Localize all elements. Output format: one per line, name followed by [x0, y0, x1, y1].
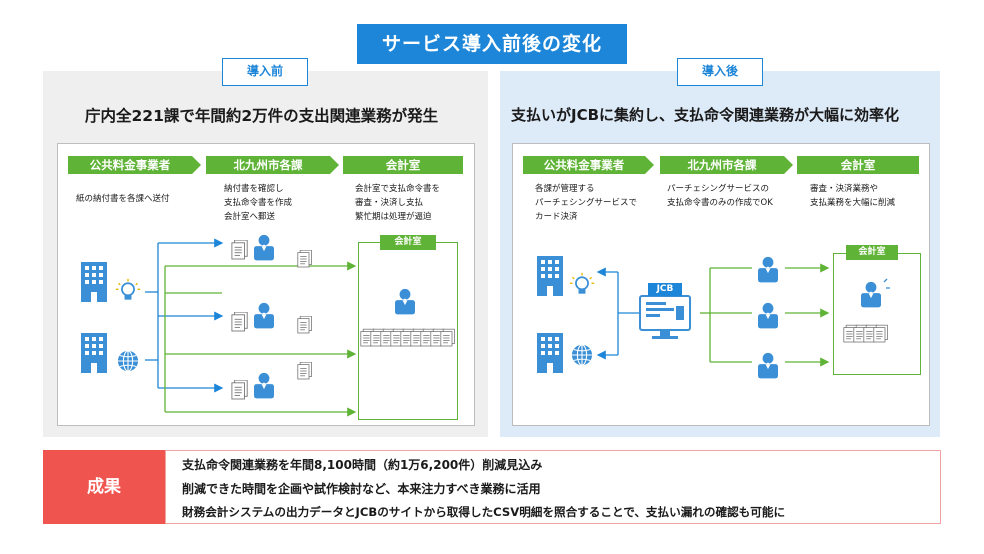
result-label: 成果	[43, 450, 165, 524]
document-icon	[297, 316, 312, 334]
page-title: サービス導入前後の変化	[357, 24, 627, 64]
utility-building-icon	[537, 333, 563, 373]
after-heading: 支払いがJCBに集約し、支払命令関連業務が大幅に効率化	[511, 106, 900, 124]
document-icon	[297, 250, 312, 268]
result-box	[165, 450, 941, 524]
globe-icon	[117, 350, 139, 372]
result-line-3: 財務会計システムの出力データとJCBのサイトから取得したCSV明細を照合すること…	[182, 505, 786, 519]
staff-person-icon	[758, 352, 778, 379]
lightbulb-icon	[569, 272, 595, 295]
before-desc-city: 納付書を確認し支払命令書を作成会計室へ郵送	[224, 184, 293, 222]
result-line-2: 削減できた時間を企画や試作検討など、本来注力すべき業務に活用	[182, 482, 541, 496]
after-accounting-label: 会計室	[846, 245, 898, 260]
document-icon	[231, 380, 248, 400]
after-desc-utility: 各課が管理するパーチェシングサービスでカード決済	[535, 184, 638, 222]
document-stack-icon	[843, 324, 888, 343]
after-desc-city: パーチェシングサービスの支払命令書のみの作成でOK	[667, 184, 773, 208]
after-step-utility: 公共料金事業者	[523, 156, 654, 174]
before-step-city: 北九州市各課	[206, 156, 339, 174]
utility-building-icon	[81, 262, 107, 302]
staff-person-icon	[758, 256, 778, 283]
after-step-city: 北九州市各課	[660, 156, 793, 174]
sparkle-icon	[883, 278, 890, 289]
document-icon	[231, 312, 248, 332]
before-tag: 導入前	[222, 58, 308, 86]
before-desc-accounting: 会計室で支払命令書を審査・決済し支払繁忙期は処理が逼迫	[355, 184, 441, 222]
result-line-1: 支払命令関連業務を年間8,100時間（約1万6,200件）削減見込み	[182, 458, 543, 472]
jcb-terminal-icon	[639, 295, 691, 339]
accounting-person-icon	[395, 288, 415, 315]
before-step-utility: 公共料金事業者	[68, 156, 201, 174]
staff-person-icon	[254, 302, 274, 329]
before-heading: 庁内全221課で年間約2万件の支出関連業務が発生	[85, 107, 439, 125]
staff-person-icon	[254, 372, 274, 399]
staff-person-icon	[254, 234, 274, 261]
lightbulb-icon	[115, 278, 141, 301]
document-icon	[297, 362, 312, 380]
utility-building-icon	[81, 333, 107, 373]
utility-building-icon	[537, 256, 563, 296]
before-step-accounting: 会計室	[343, 156, 463, 174]
document-stack-icon	[360, 328, 456, 347]
after-tag: 導入後	[677, 58, 763, 86]
before-desc-utility: 紙の納付書を各課へ送付	[76, 194, 170, 204]
accounting-person-icon	[861, 281, 881, 308]
jcb-label: JCB	[648, 283, 682, 296]
before-accounting-label: 会計室	[380, 235, 436, 250]
document-icon	[231, 240, 248, 260]
after-step-accounting: 会計室	[797, 156, 919, 174]
after-desc-accounting: 審査・決済業務や支払業務を大幅に削減	[810, 184, 896, 208]
globe-icon	[571, 344, 593, 366]
staff-person-icon	[758, 302, 778, 329]
